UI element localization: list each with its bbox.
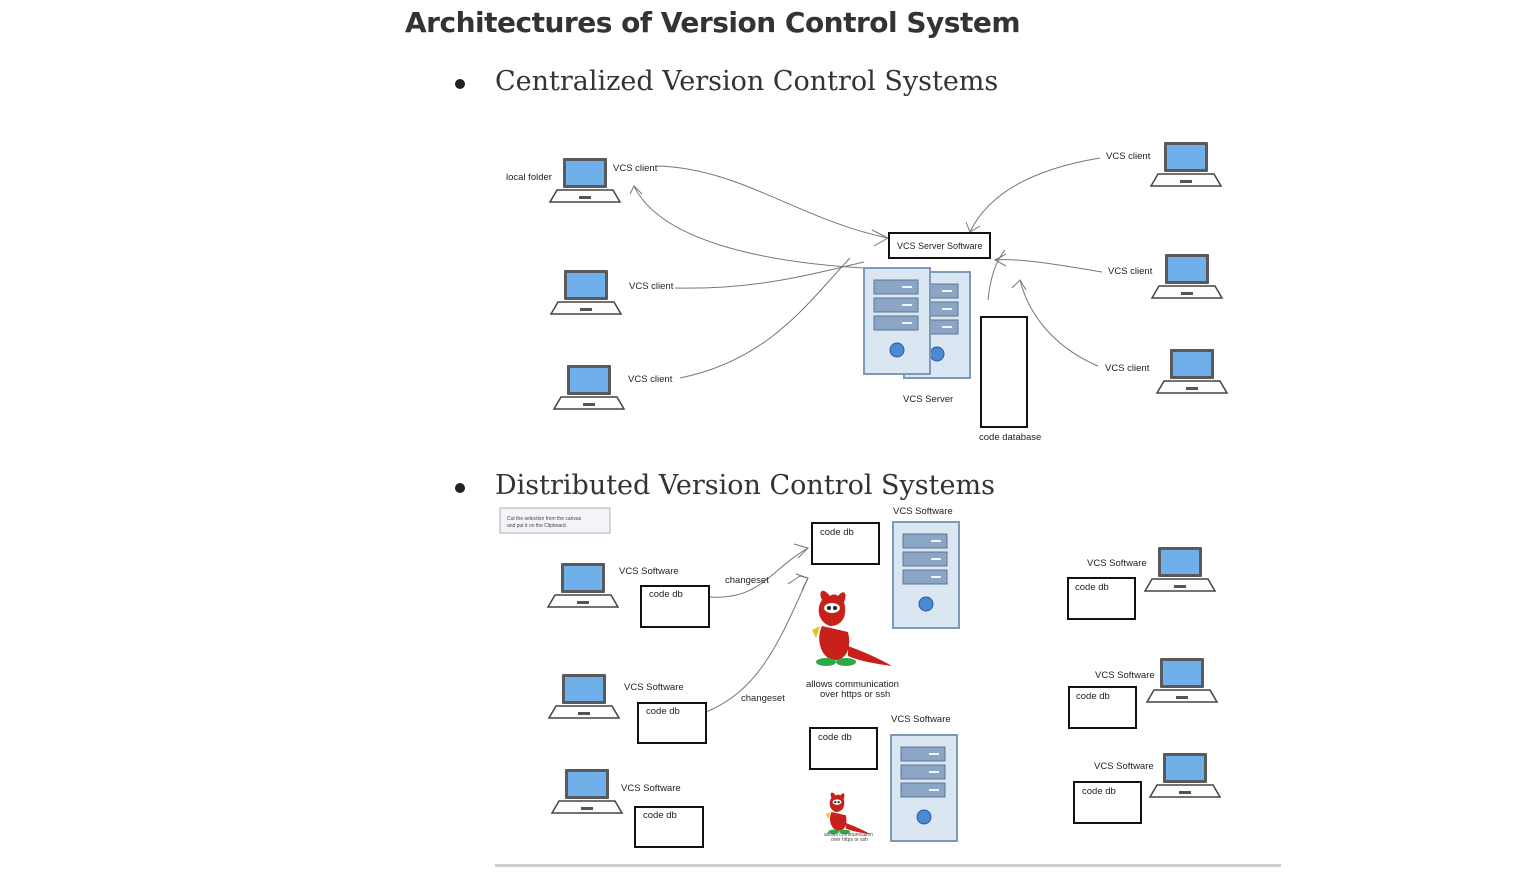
code-database-box	[980, 316, 1028, 428]
bullet-centralized	[455, 79, 465, 89]
heading-centralized: Centralized Version Control Systems	[495, 66, 999, 97]
software-label: VCS Software	[621, 783, 681, 794]
centralized-diagram: local folder VCS client VCS client VCS c…	[506, 141, 1228, 443]
laptop-icon	[549, 157, 621, 203]
communication-label: allows communication	[806, 679, 899, 690]
code-db-label: code db	[818, 732, 852, 743]
server-icon	[890, 734, 958, 842]
bsd-daemon-icon	[812, 590, 892, 666]
software-label: VCS Software	[1094, 761, 1154, 772]
local-folder-label: local folder	[506, 172, 552, 183]
software-label: VCS Software	[619, 566, 679, 577]
laptop-icon	[548, 673, 620, 719]
code-db-label: code db	[643, 810, 677, 821]
code-db-box	[1073, 781, 1142, 824]
code-db-label: code db	[646, 706, 680, 717]
software-label: VCS Software	[1087, 558, 1147, 569]
code-db-box	[809, 727, 878, 770]
server-label: VCS Server	[903, 394, 953, 405]
server-icon	[892, 521, 960, 629]
code-db-box	[1067, 577, 1136, 620]
code-db-box	[634, 806, 704, 848]
software-label: VCS Software	[893, 506, 953, 517]
code-db-box	[811, 522, 880, 565]
distributed-diagram: Cut the selection from the canvas and pu…	[499, 506, 1221, 848]
code-db-box	[1068, 686, 1137, 729]
laptop-icon	[547, 562, 619, 608]
heading-distributed: Distributed Version Control Systems	[495, 470, 995, 501]
communication-small-label: allows communication	[824, 832, 873, 838]
changeset-label: changeset	[725, 575, 769, 586]
software-label: VCS Software	[624, 682, 684, 693]
code-db-label: code db	[1082, 786, 1116, 797]
laptop-icon	[1156, 348, 1228, 394]
software-label: VCS Software	[891, 714, 951, 725]
code-db-label: code db	[1076, 691, 1110, 702]
communication-small-label: over https or ssh	[831, 837, 868, 843]
laptop-icon	[553, 364, 625, 410]
laptop-icon	[550, 269, 622, 315]
client-label: VCS client	[1105, 363, 1150, 374]
bullet-distributed	[455, 483, 465, 493]
laptop-icon	[1149, 752, 1221, 798]
code-db-label: code db	[820, 527, 854, 538]
communication-label-2: over https or ssh	[820, 689, 890, 700]
client-label: VCS client	[1106, 151, 1151, 162]
code-database-label: code database	[979, 432, 1041, 443]
changeset-label: changeset	[741, 693, 785, 704]
client-label: VCS client	[628, 374, 673, 385]
tooltip	[499, 507, 611, 534]
server-software-label: VCS Server Software	[897, 241, 983, 251]
tooltip-text: Cut the selection from the canvas	[507, 516, 582, 522]
page-title: Architectures of Version Control System	[405, 6, 1021, 39]
tooltip-text: and put it on the Clipboard.	[507, 523, 567, 529]
server-icon	[863, 267, 931, 375]
client-label: VCS client	[1108, 266, 1153, 277]
laptop-icon	[1144, 546, 1216, 592]
client-label: VCS client	[629, 281, 674, 292]
laptop-icon	[1146, 657, 1218, 703]
bsd-daemon-small-icon	[826, 792, 870, 834]
laptop-icon	[1150, 141, 1222, 187]
divider	[495, 864, 1281, 867]
software-label: VCS Software	[1095, 670, 1155, 681]
code-db-label: code db	[649, 589, 683, 600]
code-db-box	[640, 585, 710, 628]
code-db-box	[637, 702, 707, 744]
laptop-icon	[551, 768, 623, 814]
client-label: VCS client	[613, 163, 658, 174]
code-db-label: code db	[1075, 582, 1109, 593]
server-software-box	[888, 232, 991, 259]
laptop-icon	[1151, 253, 1223, 299]
